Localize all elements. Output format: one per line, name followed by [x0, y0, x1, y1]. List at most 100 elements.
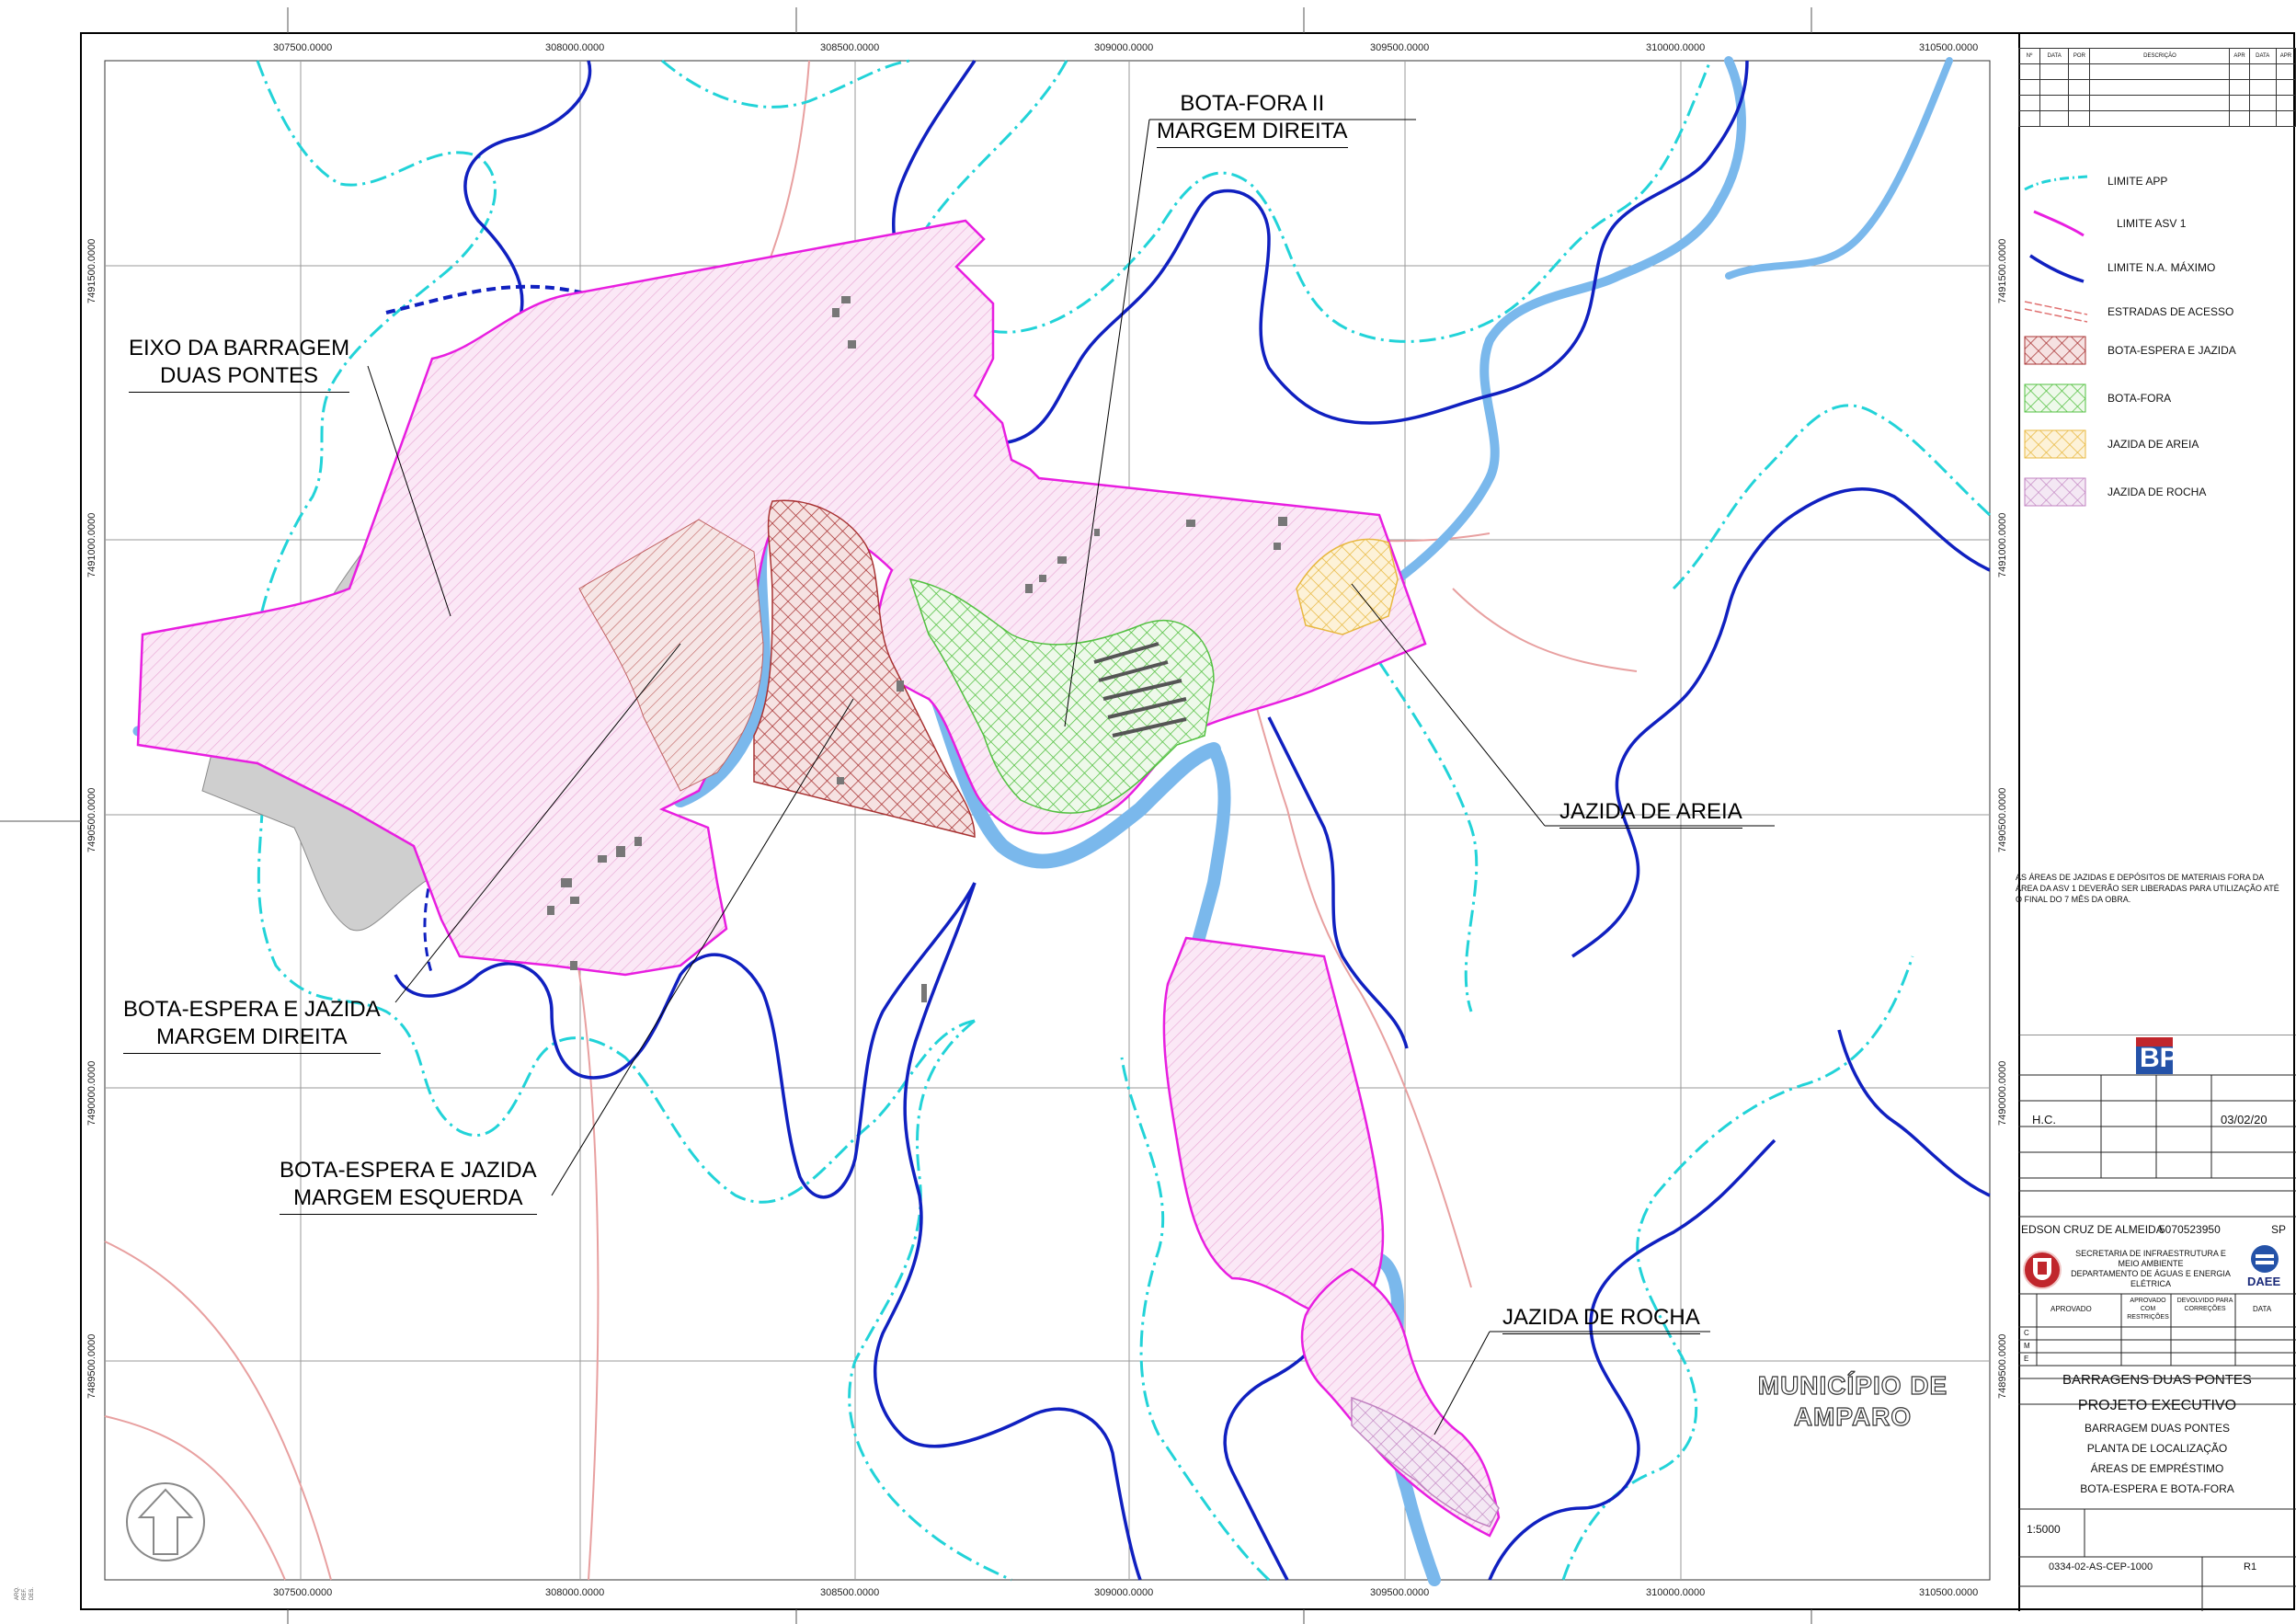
- y-coord-left-5: 7489500.0000: [86, 1333, 97, 1399]
- project-phase: PROJETO EXECUTIVO: [2077, 1398, 2237, 1413]
- uf-value: SP: [2271, 1223, 2287, 1236]
- x-coord-bottom-2: 308000.0000: [545, 1587, 605, 1598]
- approval-row-m: M: [2024, 1342, 2030, 1350]
- project-name: BARRAGENS DUAS PONTES: [2062, 1372, 2252, 1388]
- na-maximo-lines: [385, 60, 1991, 1581]
- legend-jazida-areia: JAZIDA DE AREIA: [2023, 429, 2290, 462]
- title-block-frame: [2018, 1035, 2296, 1611]
- drawing-number: 0334-02-AS-CEP-1000: [2049, 1561, 2153, 1573]
- y-coord-left-2: 7491000.0000: [86, 512, 97, 578]
- legend-app-symbol: [2024, 175, 2088, 191]
- y-coord-right-4: 7490000.0000: [1997, 1060, 2008, 1126]
- legend-bota-fora: BOTA-FORA: [2023, 383, 2290, 416]
- legend-rocha-symbol: [2024, 477, 2086, 507]
- y-coord-right-1: 7491500.0000: [1997, 238, 2008, 303]
- approval-row-c: C: [2024, 1329, 2029, 1337]
- revision-value: R1: [2244, 1561, 2257, 1573]
- bota-fora-structures: [1093, 642, 1187, 738]
- label-bota-espera-margem-direita: BOTA-ESPERA E JAZIDA MARGEM DIREITA: [123, 996, 381, 1054]
- engineer-name: EDSON CRUZ DE ALMEIDA: [2021, 1223, 2164, 1236]
- x-coord-top-2: 308000.0000: [545, 42, 605, 53]
- legend-bota-fora-symbol: [2024, 383, 2086, 413]
- org-line1: SECRETARIA DE INFRAESTRUTURA E: [2075, 1249, 2226, 1258]
- legend-na-maximo: LIMITE N.A. MÁXIMO: [2023, 252, 2290, 285]
- label-jazida-rocha: JAZIDA DE ROCHA: [1502, 1304, 1700, 1334]
- scale-value: 1:5000: [2027, 1523, 2061, 1536]
- jazida-rocha-area: [1351, 1396, 1500, 1527]
- y-coord-left-4: 7490000.0000: [86, 1060, 97, 1126]
- legend-na-label: LIMITE N.A. MÁXIMO: [2108, 261, 2216, 274]
- y-coord-right-3: 7490500.0000: [1997, 787, 2008, 852]
- x-coord-top-6: 310000.0000: [1646, 42, 1706, 53]
- drawing-title-3: ÁREAS DE EMPRÉSTIMO: [2090, 1462, 2224, 1475]
- org-line4: ELÉTRICA: [2130, 1279, 2171, 1288]
- rev-col-desc: DESCRIÇÃO: [2089, 48, 2231, 64]
- daee-logo: DAEE: [2244, 1245, 2288, 1289]
- buildings: [547, 296, 1287, 1002]
- label-bota-fora-ii-line2: MARGEM DIREITA: [1157, 118, 1348, 148]
- org-line2: MEIO AMBIENTE: [2118, 1259, 2184, 1268]
- label-bota-fora-ii-line1: BOTA-FORA II: [1180, 91, 1325, 116]
- drawing-title-1: BARRAGEM DUAS PONTES: [2084, 1422, 2231, 1435]
- drawing-title-2: PLANTA DE LOCALIZAÇÃO: [2086, 1442, 2228, 1455]
- approval-row-e: E: [2024, 1355, 2029, 1363]
- org-line3: DEPARTAMENTO DE ÁGUAS E ENERGIA: [2071, 1269, 2231, 1278]
- x-coord-top-7: 310500.0000: [1919, 42, 1979, 53]
- y-coord-left-3: 7490500.0000: [86, 787, 97, 852]
- revision-table: Nº DATA POR DESCRIÇÃO APR DATA APR: [2017, 48, 2296, 127]
- rev-col-apr2: APR: [2275, 48, 2296, 64]
- x-coord-top-5: 309500.0000: [1370, 42, 1430, 53]
- x-coord-bottom-4: 309000.0000: [1094, 1587, 1154, 1598]
- legend-rocha-label: JAZIDA DE ROCHA: [2108, 486, 2207, 498]
- legend-areia-label: JAZIDA DE AREIA: [2108, 438, 2199, 451]
- limite-app-lines: [251, 59, 1992, 1582]
- municipio-label: MUNICÍPIO DE AMPARO: [1738, 1370, 1968, 1433]
- municipio-line1: MUNICÍPIO DE: [1757, 1370, 1948, 1400]
- x-coord-top-1: 307500.0000: [273, 42, 333, 53]
- x-coord-bottom-3: 308500.0000: [820, 1587, 880, 1598]
- municipio-line2: AMPARO: [1793, 1401, 1913, 1431]
- legend-limite-app: LIMITE APP: [2023, 166, 2290, 199]
- bota-espera-margem-esquerda: [753, 499, 976, 838]
- label-eixo-line1: EIXO DA BARRAGEM: [129, 336, 350, 360]
- legend-jazida-rocha: JAZIDA DE ROCHA: [2023, 476, 2290, 509]
- y-coord-right-5: 7489500.0000: [1997, 1333, 2008, 1399]
- svg-text:REF.: REF.: [22, 1588, 28, 1600]
- legend-bota-espera-label: BOTA-ESPERA E JAZIDA: [2108, 344, 2236, 357]
- label-bee-line2: MARGEM ESQUERDA: [280, 1184, 537, 1215]
- label-jazida-areia-line1: JAZIDA DE AREIA: [1559, 798, 1742, 829]
- svg-text:ARQ.: ARQ.: [15, 1586, 20, 1600]
- rev-col-by: POR: [2068, 48, 2091, 64]
- legend-bota-espera: BOTA-ESPERA E JAZIDA: [2023, 335, 2290, 368]
- rev-col-date2: DATA: [2248, 48, 2277, 64]
- date-value: 03/02/20: [2221, 1113, 2267, 1127]
- legend-road-symbol: [2024, 301, 2088, 323]
- legend-road-label: ESTRADAS DE ACESSO: [2108, 305, 2234, 318]
- label-bed-line2: MARGEM DIREITA: [123, 1024, 381, 1054]
- legend-bota-fora-label: BOTA-FORA: [2108, 392, 2172, 405]
- drawing-title-4: BOTA-ESPERA E BOTA-FORA: [2080, 1482, 2234, 1495]
- label-eixo-line2: DUAS PONTES: [129, 362, 350, 393]
- svg-text:DES.: DES.: [29, 1587, 35, 1600]
- legend-areia-symbol: [2024, 429, 2086, 459]
- label-jazida-areia: JAZIDA DE AREIA: [1559, 798, 1742, 829]
- margin-stamp: ARQ. REF. DES.: [15, 1586, 35, 1600]
- state-seal-icon: [2023, 1251, 2062, 1289]
- legend-limite-asv1: LIMITE ASV 1: [2023, 208, 2290, 241]
- label-bota-fora-ii: BOTA-FORA II MARGEM DIREITA: [1157, 90, 1348, 148]
- north-arrow: [126, 1482, 205, 1561]
- x-coord-bottom-5: 309500.0000: [1370, 1587, 1430, 1598]
- author-value: H.C.: [2032, 1113, 2056, 1127]
- rev-col-apr: APR: [2229, 48, 2250, 64]
- x-coord-bottom-1: 307500.0000: [273, 1587, 333, 1598]
- bota-fora-ii-area: [908, 578, 1215, 814]
- asv1-south-area: [1162, 936, 1385, 1318]
- label-bota-espera-margem-esquerda: BOTA-ESPERA E JAZIDA MARGEM ESQUERDA: [280, 1157, 537, 1215]
- label-jazida-rocha-line1: JAZIDA DE ROCHA: [1502, 1304, 1700, 1334]
- contractor-logo: BP: [2136, 1037, 2178, 1074]
- x-coord-top-3: 308500.0000: [820, 42, 880, 53]
- legend-app-label: LIMITE APP: [2108, 175, 2168, 188]
- legend-asv-label: LIMITE ASV 1: [2117, 217, 2187, 230]
- daee-text: DAEE: [2247, 1275, 2281, 1288]
